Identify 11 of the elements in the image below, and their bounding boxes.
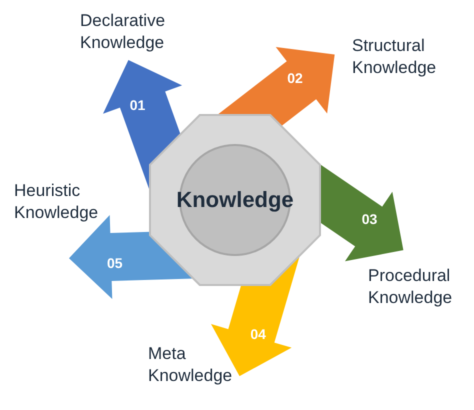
step-number: 05	[106, 255, 123, 272]
step-label: Procedural Knowledge	[368, 265, 454, 309]
step-label: Structural Knowledge	[352, 35, 438, 79]
step-label: Heuristic Knowledge	[14, 180, 100, 224]
step-label: Meta Knowledge	[148, 343, 234, 387]
hub-title: Knowledge	[176, 187, 294, 213]
step-number: 02	[287, 70, 303, 86]
step-number: 04	[250, 326, 266, 342]
step-number: 01	[130, 97, 146, 114]
step-label: Declarative Knowledge	[80, 10, 166, 54]
step-number: 03	[362, 211, 378, 228]
